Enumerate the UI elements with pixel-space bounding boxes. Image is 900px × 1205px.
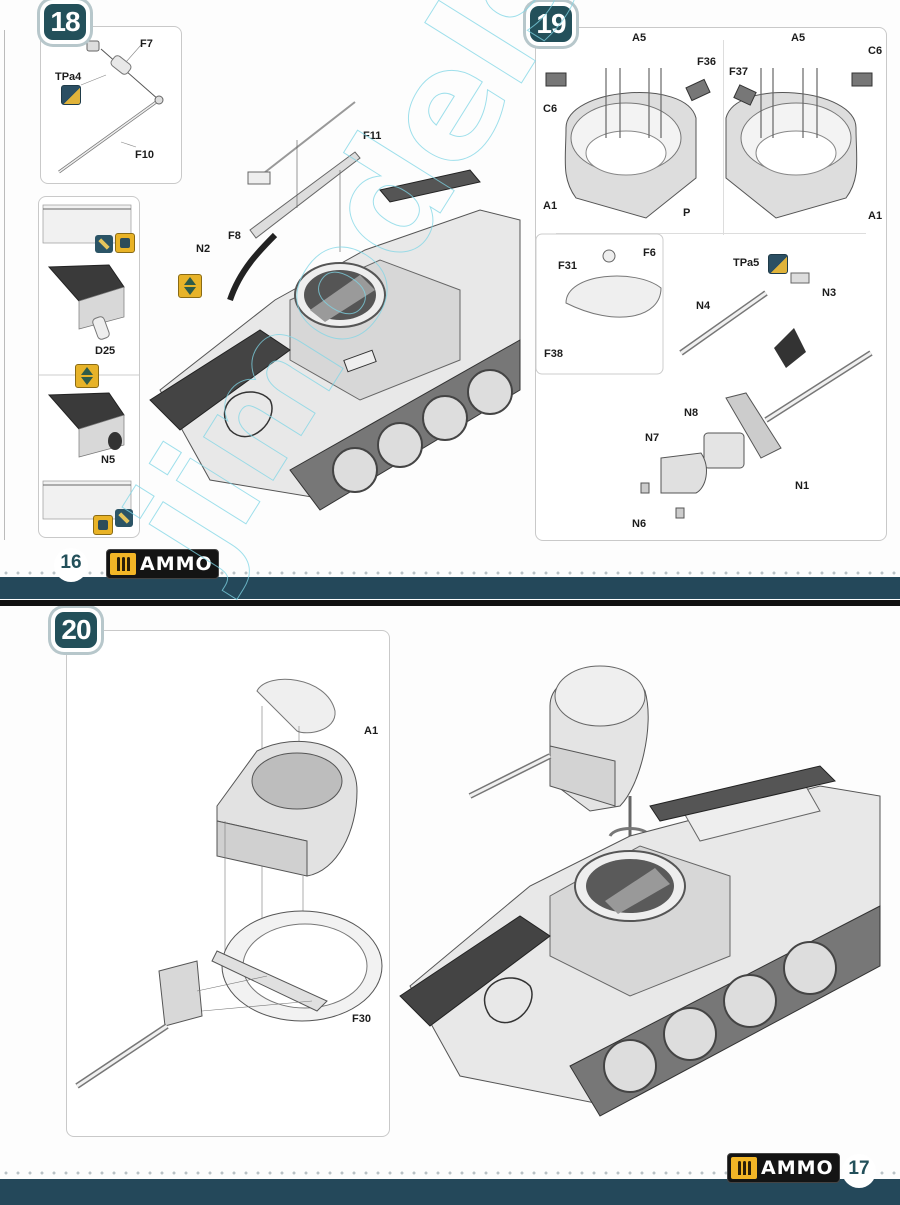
part-label-a1-left: A1 (543, 200, 558, 212)
part-label-n1: N1 (795, 480, 810, 492)
page-number-16: 16 (54, 548, 88, 582)
turret-assembly-drawing (75, 678, 383, 1089)
part-label-c6-right: C6 (868, 45, 883, 57)
part-label-tpa4: TPa4 (55, 71, 82, 83)
footer-dots (0, 568, 900, 578)
ammo-logo: AMMO (727, 1153, 840, 1183)
part-label-a1: A1 (364, 725, 379, 737)
instruction-page-16-17: 18 F7 TPa4 F10 (0, 0, 900, 600)
part-label-a5-right: A5 (791, 32, 806, 44)
part-label-f11: F11 (363, 130, 382, 142)
footer-dots (0, 1168, 900, 1178)
antenna-drawing (58, 40, 164, 174)
ammo-bullets-icon (731, 1157, 757, 1179)
part-label-f31: F31 (558, 260, 577, 272)
glue-icon (115, 233, 135, 253)
part-label-n5: N5 (101, 454, 116, 466)
brand-name: AMMO (140, 553, 213, 575)
ammo-logo: AMMO (106, 549, 219, 579)
part-label-n4: N4 (696, 300, 711, 312)
part-label-f37: F37 (729, 66, 748, 78)
part-label-f7: F7 (140, 38, 153, 50)
hull-drawing-step-18 (149, 101, 521, 511)
part-label-n6: N6 (632, 518, 647, 530)
part-label-f6: F6 (643, 247, 656, 259)
part-label-c6-left: C6 (543, 103, 558, 115)
flip-icon (75, 364, 99, 388)
page-edge (4, 30, 5, 540)
step-18-antenna-inset: F7 TPa4 F10 (40, 26, 182, 184)
flip-icon (178, 274, 202, 298)
part-label-a1-right: A1 (868, 210, 883, 222)
part-label-d25: D25 (95, 345, 116, 357)
part-label-f38: F38 (544, 348, 563, 360)
instruction-page-17: 20 A1 F30 (0, 606, 900, 1205)
part-label-n3: N3 (822, 287, 837, 299)
knife-icon (95, 235, 113, 253)
step-20-panel: A1 F30 (66, 630, 390, 1137)
step-badge-18: 18 (44, 4, 86, 40)
step-badge-19: 19 (530, 6, 572, 42)
part-label-f30: F30 (352, 1013, 371, 1025)
step-18-fender-inset: D25 N5 (38, 196, 140, 538)
divider (556, 233, 866, 234)
page-divider (0, 600, 900, 606)
tank-final-assembly-drawing (399, 665, 881, 1117)
part-label-n7: N7 (645, 432, 660, 444)
part-label-p: P (683, 207, 691, 219)
knife-icon (115, 509, 133, 527)
part-label-tpa5: TPa5 (733, 257, 760, 269)
footer-band (0, 1179, 900, 1205)
part-label-f8: F8 (228, 230, 241, 242)
paint-tp-icon (61, 85, 81, 105)
footer-band (0, 577, 900, 599)
step-19-panel: A5 F36 C6 A1 P A5 C6 F37 A1 F31 F6 F38 T… (535, 27, 887, 541)
page-number-17: 17 (842, 1154, 876, 1188)
glue-icon (93, 515, 113, 535)
part-label-f36: F36 (697, 56, 716, 68)
step-badge-20: 20 (55, 612, 97, 648)
divider (723, 40, 724, 235)
part-label-n8: N8 (684, 407, 699, 419)
brand-name: AMMO (761, 1157, 834, 1179)
ammo-bullets-icon (110, 553, 136, 575)
part-label-f10: F10 (135, 149, 154, 161)
turret-and-gun-drawing (535, 68, 873, 519)
paint-tp-icon (768, 254, 788, 274)
part-label-n2: N2 (196, 243, 211, 255)
part-label-a5-left: A5 (632, 32, 647, 44)
